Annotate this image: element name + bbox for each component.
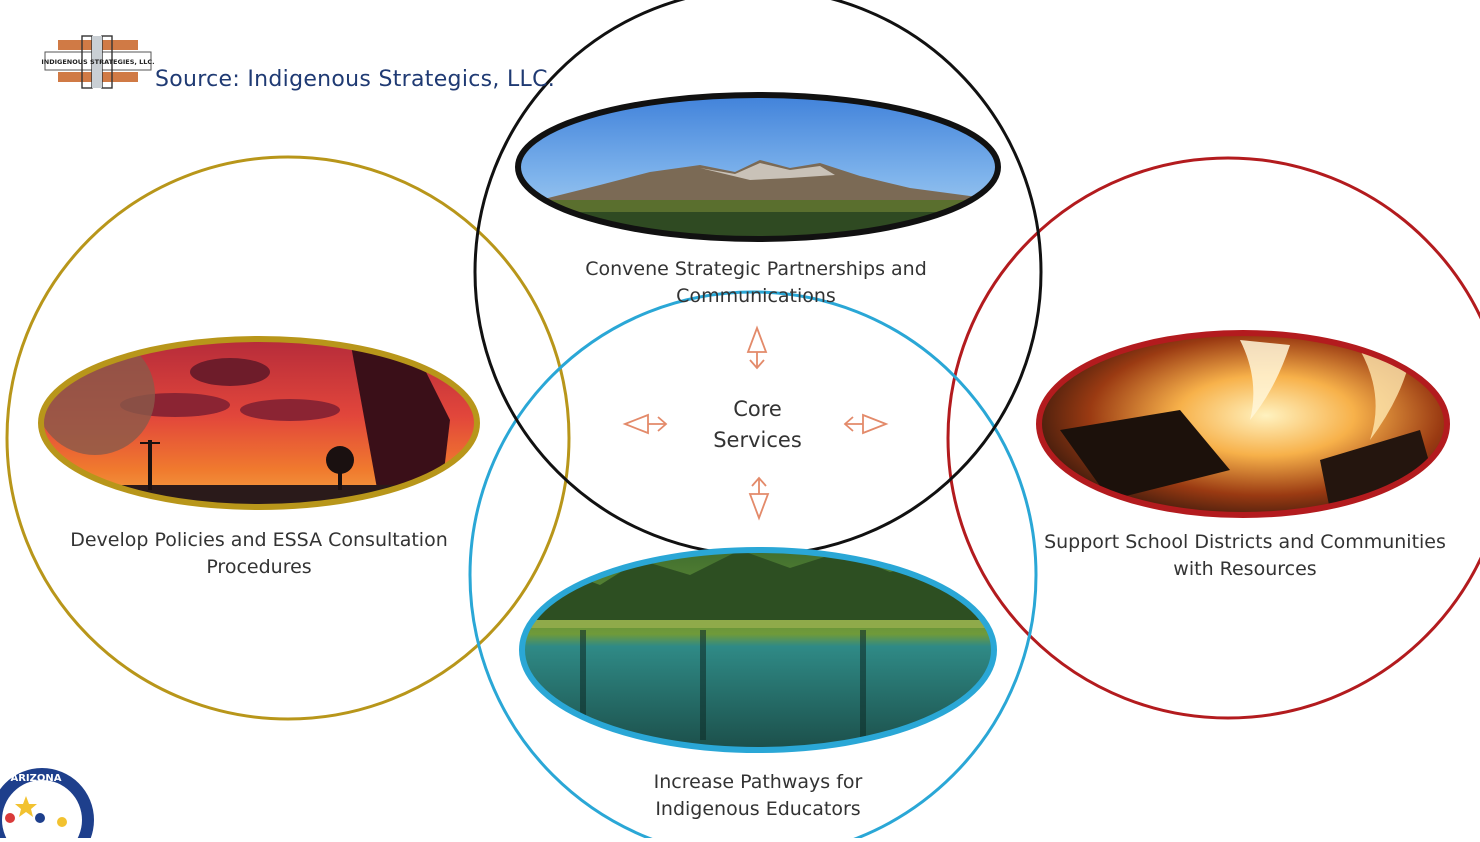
label-right: Support School Districts and Communities…	[1030, 529, 1460, 583]
mountain-photo	[515, 92, 1001, 242]
core-line1: Core	[733, 397, 782, 421]
label-top-line2: Communications	[676, 285, 836, 307]
label-right-line1: Support School Districts and Communities	[1044, 531, 1446, 553]
label-top: Convene Strategic Partnerships and Commu…	[556, 256, 956, 310]
arrow-down-icon	[748, 476, 770, 521]
circle-left	[5, 155, 571, 721]
arizona-badge: ARIZONA	[0, 768, 94, 842]
core-line2: Services	[713, 428, 802, 452]
circle-right	[946, 156, 1480, 720]
label-bottom: Increase Pathways for Indigenous Educato…	[598, 769, 918, 823]
arrow-right-icon	[843, 413, 889, 435]
label-left: Develop Policies and ESSA Consultation P…	[40, 527, 478, 581]
fire-photo	[1036, 330, 1450, 518]
company-logo: INDIGENOUS STRATEGIES, LLC.	[41, 35, 155, 89]
arrow-up-icon	[746, 325, 768, 370]
badge-text: ARIZONA	[10, 773, 61, 784]
label-top-line1: Convene Strategic Partnerships and	[585, 258, 927, 280]
core-services-label: Core Services	[690, 394, 825, 456]
source-caption: Source: Indigenous Strategics, LLC.	[155, 67, 556, 92]
lake-photo	[519, 547, 997, 753]
label-left-line2: Procedures	[206, 556, 312, 578]
label-bottom-line2: Indigenous Educators	[655, 798, 861, 820]
logo-text: INDIGENOUS STRATEGIES, LLC.	[41, 58, 154, 66]
arrow-left-icon	[622, 413, 668, 435]
label-bottom-line1: Increase Pathways for	[653, 771, 863, 793]
sunset-photo	[38, 336, 480, 510]
label-left-line1: Develop Policies and ESSA Consultation	[70, 529, 448, 551]
label-right-line2: with Resources	[1173, 558, 1317, 580]
circle-bottom	[468, 290, 1038, 842]
